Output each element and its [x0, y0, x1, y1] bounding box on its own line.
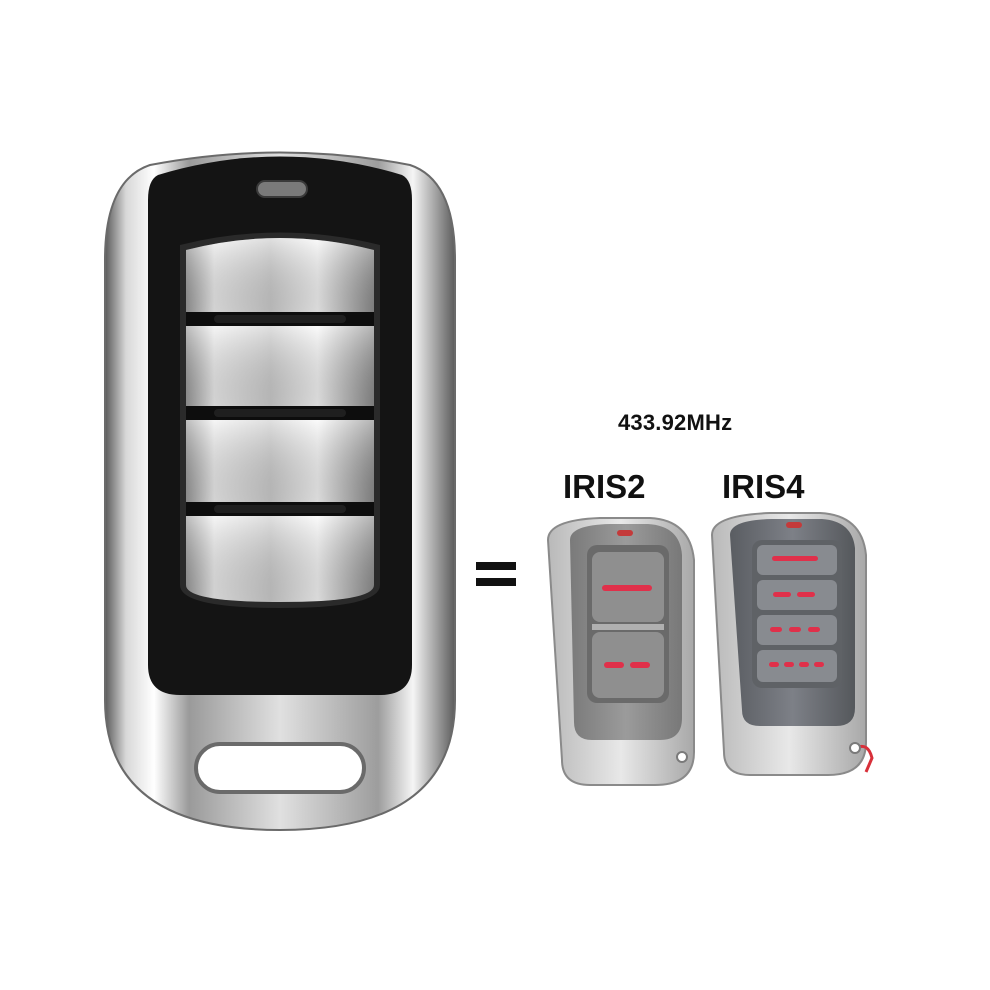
- model-label-iris2: IRIS2: [563, 468, 646, 505]
- iris4-button-1[interactable]: [757, 545, 837, 575]
- iris4-button-2[interactable]: [757, 580, 837, 610]
- led-indicator-icon: [256, 180, 308, 198]
- iris2-remote: [546, 517, 695, 786]
- iris4-button-3[interactable]: [757, 615, 837, 645]
- model-label-iris4: IRIS4: [722, 468, 805, 505]
- iris4-remote: [710, 512, 874, 776]
- led-indicator-icon: [786, 522, 802, 528]
- button-3[interactable]: [186, 420, 374, 502]
- button-4[interactable]: [186, 516, 374, 602]
- main-remote: [104, 151, 456, 832]
- button-2[interactable]: [186, 326, 374, 406]
- key-ring-hole-icon: [194, 742, 366, 794]
- iris2-ring-hole: [676, 751, 688, 763]
- led-indicator-icon: [617, 530, 633, 536]
- button-1[interactable]: [186, 238, 374, 312]
- iris4-button-4[interactable]: [757, 650, 837, 682]
- equals-sign-icon: [476, 562, 516, 586]
- iris2-button-1[interactable]: [592, 552, 664, 622]
- frequency-label: 433.92MHz: [618, 410, 733, 435]
- iris2-button-2[interactable]: [592, 632, 664, 698]
